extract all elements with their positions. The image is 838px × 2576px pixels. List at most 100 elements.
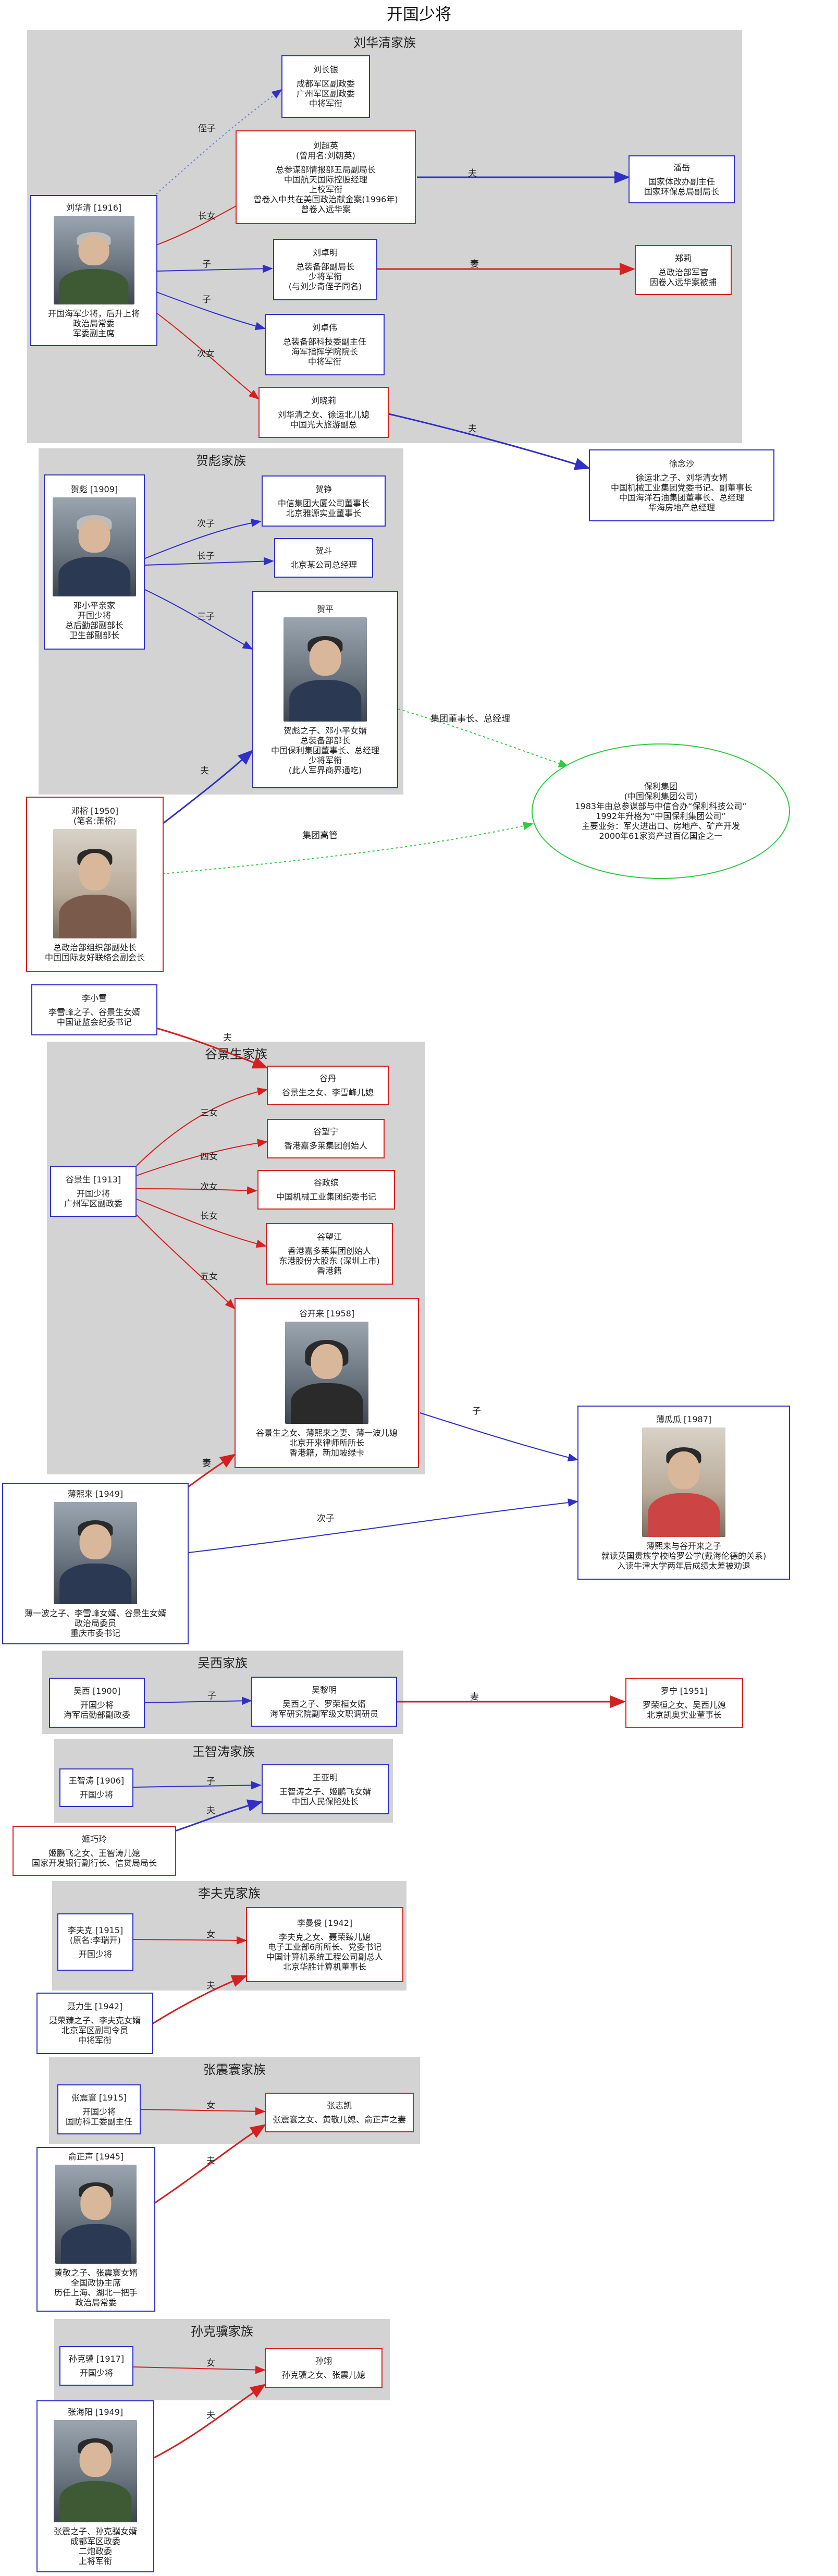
node-text: 李雪峰之子、谷景生女婿 <box>48 1007 140 1017</box>
edge-label-daughter-zhang: 女 <box>206 2101 215 2111</box>
node-gu-kailai[interactable]: 谷开来 [1958] 谷景生之女、薄熙来之妻、薄一波儿媳 北京开来律师所所长 香… <box>235 1298 419 1468</box>
node-li-manjun[interactable]: 李曼俊 [1942] 李夫克之女、聂荣臻儿媳 电子工业部6所所长、党委书记 中国… <box>246 1907 403 1982</box>
node-text: 总政治部军官 <box>658 267 708 277</box>
node-he-zheng[interactable]: 贺铮 中信集团大厦公司董事长 北京雅源实业董事长 <box>262 475 386 527</box>
edge-ji-yanming <box>175 1799 263 1832</box>
node-name: 罗宁 [1951] <box>660 1686 708 1696</box>
edge-label-husband-gudan: 夫 <box>223 1033 232 1043</box>
node-text: 政治局常委 <box>75 2297 117 2308</box>
node-name: 张震寰 [1915] <box>71 2092 127 2103</box>
node-he-biao[interactable]: 贺彪 [1909] 邓小平亲家 开国少将 总后勤部副部长 卫生部副部长 <box>44 474 145 650</box>
edge-label-fourth-daughter: 四女 <box>200 1152 218 1162</box>
node-zhang-zhenhuan[interactable]: 张震寰 [1915] 开国少将 国防科工委副主任 <box>57 2084 141 2134</box>
node-text: 北京华胜计算机董事长 <box>282 1961 366 1972</box>
node-text: 广州军区副政委 <box>64 1198 122 1208</box>
edge-gu-kailai <box>136 1214 236 1310</box>
edge-he-dou <box>143 557 274 566</box>
edge-gu-wangjiang <box>136 1199 267 1248</box>
node-text: 2000年61家资产过百亿国企之一 <box>599 831 723 841</box>
node-liu-huaqing[interactable]: 刘华清 [1916] 开国海军少将，后升上将 政治局常委 军委副主席 <box>30 195 157 346</box>
node-bo-guagua[interactable]: 薄瓜瓜 [1987] 薄熙来与谷开来之子 就读英国贵族学校哈罗公学(戴海伦德的关… <box>577 1406 790 1580</box>
node-wu-xi[interactable]: 吴西 [1900] 开国少将 海军后勤部副政委 <box>49 1678 145 1728</box>
edge-label-son-wu: 子 <box>207 1691 216 1701</box>
portrait-photo <box>53 497 136 596</box>
edge-li-manjun <box>133 1936 247 1945</box>
node-he-ping[interactable]: 贺平 贺彪之子、邓小平女婿 总装备部部长 中国保利集团董事长、总经理 少将军衔 … <box>252 591 398 788</box>
node-text: 吴西之子、罗荣桓女婿 <box>282 1699 366 1709</box>
node-ji-qiaoling[interactable]: 姬巧玲 姬鹏飞之女、王智涛儿媳 国家开发银行副行长、信贷局局长 <box>13 1826 176 1876</box>
node-zhang-haiyang[interactable]: 张海阳 [1949] 张震之子、孙克骥女婿 成都军区政委 二炮政委 上将军衔 <box>36 2400 154 2572</box>
node-text: 总装备部科技委副主任 <box>282 337 366 347</box>
node-gu-zhengbin[interactable]: 谷政缤 中国机械工业集团纪委书记 <box>257 1170 395 1210</box>
node-wu-liming[interactable]: 吴黎明 吴西之子、罗荣桓女婿 海军研究院副军级文职调研员 <box>251 1677 397 1727</box>
node-text: (此人军界商界通吃) <box>288 765 362 775</box>
node-text: 因卷入远华案被捕 <box>649 277 717 287</box>
edge-gu-gudan <box>136 1088 268 1166</box>
node-yu-zhengsheng[interactable]: 俞正声 [1945] 黄敬之子、张震寰女婿 全国政协主席 历任上海、湖北一把手 … <box>36 2147 155 2312</box>
node-text: 谷景生之女、李雪峰儿媳 <box>281 1088 374 1097</box>
node-text: 中国计算机系统工程公司副总人 <box>266 1951 383 1962</box>
node-wang-yanming[interactable]: 王亚明 王智涛之子、姬鹏飞女婿 中国人民保险处长 <box>262 1764 389 1814</box>
node-sun-keji[interactable]: 孙克骥 [1917] 开国少将 <box>59 2346 133 2386</box>
edge-label-wife-luo: 妻 <box>470 1692 479 1702</box>
edge-bo-kailai <box>185 1454 236 1490</box>
node-name: 谷丹 <box>319 1073 336 1083</box>
node-xu-niansha[interactable]: 徐念沙 徐运北之子、刘华清女婿 中国机械工业集团党委书记、副董事长 中国海洋石油… <box>589 449 774 521</box>
node-text: (中国保利集团公司) <box>624 791 698 801</box>
node-li-fuke[interactable]: 李夫克 [1915] (原名:李瑞开) 开国少将 <box>57 1913 133 1971</box>
edge-liu-zhuowei <box>156 291 266 331</box>
node-name: 谷开来 [1958] <box>299 1309 355 1318</box>
node-poly-group[interactable]: 保利集团 (中国保利集团公司) 1983年由总参谋部与中信合办“保利科技公司” … <box>532 743 790 879</box>
edge-liu-nephew <box>156 89 282 194</box>
node-liu-zhuowei[interactable]: 刘卓伟 总装备部科技委副主任 海军指挥学院院长 中将军衔 <box>265 314 385 375</box>
node-text: 1983年由总参谋部与中信合办“保利科技公司” <box>575 801 747 811</box>
node-nie-lisheng[interactable]: 聂力生 [1942] 聂荣臻之子、李夫克女婿 北京军区副司令员 中将军衔 <box>36 1993 153 2054</box>
node-name: 谷望宁 <box>313 1127 338 1137</box>
node-he-dou[interactable]: 贺斗 北京某公司总经理 <box>274 538 373 578</box>
node-name: 薄熙来 [1949] <box>67 1489 124 1499</box>
edge-label-third-daughter: 三女 <box>200 1108 218 1118</box>
node-liu-chaoying[interactable]: 刘超英 (曾用名:刘朝英) 总参谋部情报部五局副局长 中国航天国际控股经理 上校… <box>236 130 416 224</box>
node-name: 吴西 [1900] <box>73 1686 121 1696</box>
node-name: 刘晓莉 <box>311 395 336 406</box>
edge-yu-zhikai <box>154 2124 266 2204</box>
cluster-label-he: 贺彪家族 <box>196 454 246 468</box>
cluster-label-li: 李夫克家族 <box>198 1886 261 1901</box>
node-text: 中国国际友好联络会副会长 <box>44 953 145 962</box>
node-gu-dan[interactable]: 谷丹 谷景生之女、李雪峰儿媳 <box>267 1066 389 1105</box>
node-deng-rong[interactable]: 邓榕 [1950] (笔名:萧榕) 总政治部组织部副处长 中国国际友好联络会副会… <box>26 797 164 972</box>
node-text: 二炮政委 <box>78 2546 112 2556</box>
node-wang-zhitao[interactable]: 王智涛 [1906] 开国少将 <box>59 1768 133 1807</box>
node-bo-xilai[interactable]: 薄熙来 [1949] 薄一波之子、李雪峰女婿、谷景生女婿 政治局委员 重庆市委书… <box>2 1483 189 1644</box>
node-gu-wangning[interactable]: 谷望宁 香港嘉多莱集团创始人 <box>267 1119 385 1158</box>
edge-label-daughter-li: 女 <box>206 1930 215 1940</box>
node-liu-zhuoming[interactable]: 刘卓明 总装备部副局长 少将军衔 (与刘少奇侄子同名) <box>273 239 377 300</box>
portrait-photo <box>54 1502 137 1604</box>
node-gu-jingsheng[interactable]: 谷景生 [1913] 开国少将 广州军区副政委 <box>50 1166 137 1217</box>
node-liu-changyin[interactable]: 刘长银 成都军区副政委 广州军区副政委 中将军衔 <box>281 55 370 118</box>
node-text: 聂荣臻之子、李夫克女婿 <box>48 2016 141 2025</box>
edge-label-son-zhuoming: 子 <box>202 259 211 270</box>
edge-label-second-daughter-gu: 次女 <box>200 1182 218 1192</box>
node-luo-ning[interactable]: 罗宁 [1951] 罗荣桓之女、吴西儿媳 北京凯奥实业董事长 <box>625 1678 743 1728</box>
node-liu-xiaoli[interactable]: 刘晓莉 刘华清之女、徐运北儿媳 中国光大旅游副总 <box>258 387 389 438</box>
node-text: 香港籍 <box>316 1266 342 1276</box>
node-zheng-li[interactable]: 郑莉 总政治部军官 因卷入远华案被捕 <box>635 245 732 295</box>
node-name: 贺斗 <box>315 546 332 556</box>
node-zhang-zhikai[interactable]: 张志凯 张震寰之女、黄敬儿媳、俞正声之妻 <box>265 2093 414 2132</box>
node-name: 郑莉 <box>674 253 692 263</box>
node-text: 姬鹏飞之女、王智涛儿媳 <box>48 1848 140 1858</box>
node-li-xiaoxue[interactable]: 李小雪 李雪峰之子、谷景生女婿 中国证监会纪委书记 <box>31 984 157 1035</box>
node-text: 中国证监会纪委书记 <box>56 1017 132 1027</box>
node-text: 曾卷入中共在美国政治献金案(1996年) <box>253 194 398 204</box>
node-pan-yue[interactable]: 潘岳 国家体改办副主任 国家环保总局副局长 <box>628 155 735 203</box>
node-text: (曾用名:刘朝英) <box>296 150 355 161</box>
node-sun-yi[interactable]: 孙翊 孙克骥之女、张震儿媳 <box>265 2348 383 2388</box>
node-name: 刘卓明 <box>312 248 338 258</box>
edge-label-son-guagua: 子 <box>472 1406 481 1417</box>
node-text: 北京军区副司令员 <box>61 2025 128 2035</box>
node-name: 邓榕 [1950] <box>71 806 119 816</box>
node-gu-wangjiang[interactable]: 谷望江 香港嘉多莱集团创始人 东港股份大股东 (深圳上市) 香港籍 <box>266 1223 393 1285</box>
edge-label-husband-heping: 夫 <box>200 766 209 776</box>
